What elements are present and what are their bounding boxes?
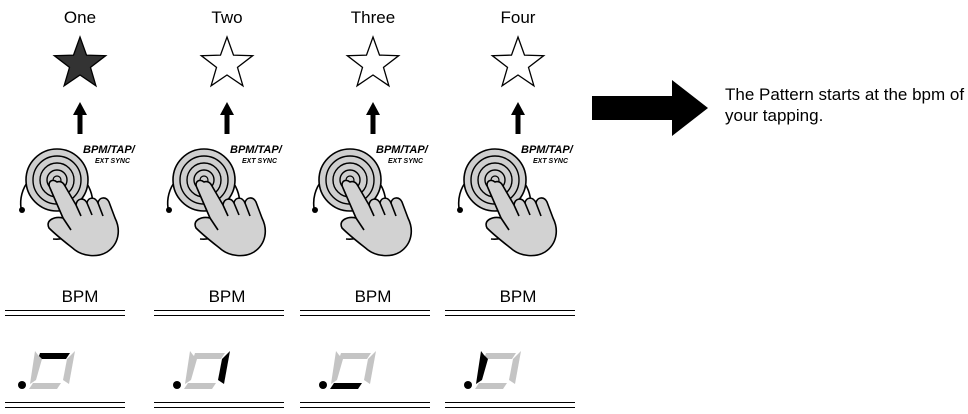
divider [5,310,125,316]
divider [445,310,575,316]
pressing-hand-icon [340,179,413,257]
up-arrow-icon [511,102,525,134]
led-display [18,351,75,389]
count-label: Two [211,8,243,27]
button-label-line1: BPM/TAP/ [521,144,575,156]
divider [154,310,284,316]
bpm-tap-button[interactable]: BPM/TAP/ EXT SYNC [298,136,448,266]
knob-rings-icon [166,148,241,240]
segment-left [185,351,197,384]
star-outline-icon [490,35,546,88]
tap-step-four: Four BPM/TAP/ EXT SYNC BPM [443,0,593,414]
bpm-tap-button[interactable]: BPM/TAP/ EXT SYNC [152,136,302,266]
up-arrow-icon [366,102,380,134]
segment-top [484,353,516,359]
bpm-label: BPM [499,287,537,306]
right-arrow-icon [592,80,708,136]
divider [300,310,430,316]
segment-left [30,351,42,384]
tap-step-two: Two BPM/TAP/ EXT SYNC BPM [152,0,302,414]
star-filled-icon [52,35,108,88]
bpm-label: BPM [61,287,99,306]
led-display [319,351,376,389]
button-label-line2: EXT SYNC [388,158,424,165]
segment-top [339,353,371,359]
bpm-tap-button[interactable]: BPM/TAP/ EXT SYNC [5,136,155,266]
segment-left [476,351,488,384]
segment-bottom [475,383,507,389]
pressing-hand-icon [194,179,267,257]
decimal-point [464,381,472,389]
button-label-line2: EXT SYNC [533,158,569,165]
tap-step-one: One BPM/TAP/ EXT SYNC BPM [5,0,155,414]
count-label: One [63,8,97,27]
segment-left [331,351,343,384]
led-display [173,351,230,389]
segment-right [218,351,230,384]
button-label-line1: BPM/TAP/ [230,144,284,156]
button-label-line1: BPM/TAP/ [376,144,430,156]
decimal-point [18,381,26,389]
segment-bottom [29,383,61,389]
decimal-point [173,381,181,389]
pressing-hand-icon [47,179,120,257]
bpm-tap-button[interactable]: BPM/TAP/ EXT SYNC [443,136,593,266]
divider [5,402,125,408]
result-caption: The Pattern starts at the bpm of your ta… [725,85,965,125]
segment-top [193,353,225,359]
star-outline-icon [345,35,401,88]
segment-right [509,351,521,384]
bpm-label: BPM [208,287,246,306]
divider [154,402,284,408]
up-arrow-icon [220,102,234,134]
segment-top [38,353,70,359]
tap-step-three: Three BPM/TAP/ EXT SYNC BPM [298,0,448,414]
up-arrow-icon [73,102,87,134]
segment-right [364,351,376,384]
segment-bottom [330,383,362,389]
decimal-point [319,381,327,389]
star-outline-icon [199,35,255,88]
button-label-line1: BPM/TAP/ [83,144,137,156]
led-display [464,351,521,389]
count-label: Three [350,8,396,27]
bpm-label: BPM [354,287,392,306]
segment-right [63,351,75,384]
count-label: Four [500,8,536,27]
divider [445,402,575,408]
segment-bottom [184,383,216,389]
button-label-line2: EXT SYNC [242,158,278,165]
divider [300,402,430,408]
button-label-line2: EXT SYNC [95,158,131,165]
pressing-hand-icon [485,179,558,257]
